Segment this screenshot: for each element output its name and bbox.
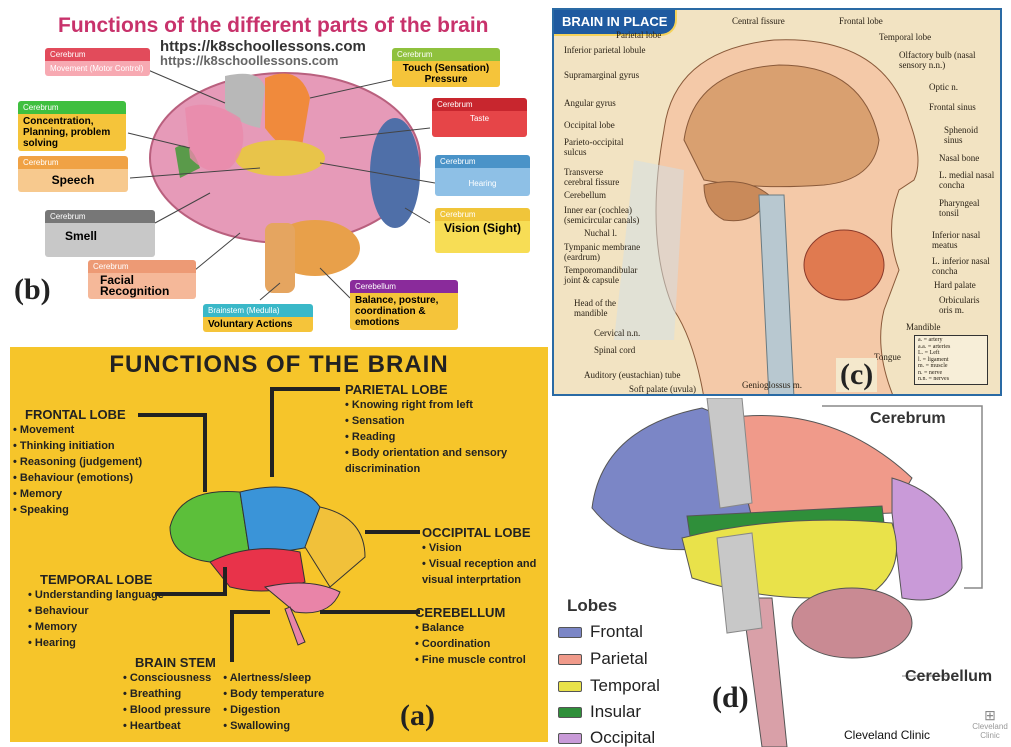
label-supramarginal: Supramarginal gyrus: [564, 70, 639, 80]
box-cerebellum: Cerebellum Balance, posture, coordinatio…: [350, 280, 458, 330]
panel-c-label: (c): [836, 358, 877, 392]
label-genioglossus: Genioglossus m.: [742, 380, 802, 390]
label-frontal-sinus: Frontal sinus: [929, 102, 976, 112]
label-sphenoid: Sphenoid sinus: [944, 125, 994, 145]
box-taste: Cerebrum Taste: [432, 98, 527, 137]
label-parieto-occipital: Parieto-occipital sulcus: [564, 137, 634, 157]
label-inner-ear: Inner ear (cochlea) (semicircular canals…: [564, 205, 649, 225]
frontal-lobe-block: FRONTAL LOBE Movement Thinking initiatio…: [25, 407, 142, 518]
label-hard-palate: Hard palate: [934, 280, 976, 290]
label-olfactory: Olfactory bulb (nasal sensory n.n.): [899, 50, 999, 70]
label-medial-concha: L. medial nasal concha: [939, 170, 999, 190]
label-auditory-tube: Auditory (eustachian) tube: [584, 370, 680, 380]
frontal-lobe-heading: FRONTAL LOBE: [25, 407, 142, 422]
legend-temporal: Temporal: [558, 676, 660, 696]
legend-title: Lobes: [567, 596, 617, 616]
brain-stem-heading: BRAIN STEM: [135, 655, 324, 670]
box-smell: Cerebrum Smell: [45, 210, 155, 257]
label-inferior-parietal: Inferior parietal lobule: [564, 45, 645, 55]
box-vision: Cerebrum Vision (Sight): [435, 208, 530, 253]
label-pharyngeal-tonsil: Pharyngeal tonsil: [939, 198, 997, 218]
label-nasal-bone: Nasal bone: [939, 153, 979, 163]
parietal-lobe-heading: PARIETAL LOBE: [345, 382, 545, 397]
label-angular-gyrus: Angular gyrus: [564, 98, 616, 108]
panel-d-label: (d): [712, 681, 749, 715]
box-voluntary-actions: Brainstem (Medulla) Voluntary Actions: [203, 304, 313, 332]
legend-parietal: Parietal: [558, 649, 648, 669]
label-inferior-concha: L. inferior nasal concha: [932, 256, 997, 276]
panel-b: Functions of the different parts of the …: [10, 8, 540, 340]
label-occipital-lobe: Occipital lobe: [564, 120, 615, 130]
label-transverse-fissure: Transverse cerebral fissure: [564, 167, 634, 187]
cerebrum-label: Cerebrum: [870, 410, 946, 428]
label-spinal-cord: Spinal cord: [594, 345, 635, 355]
panel-a: FUNCTIONS OF THE BRAIN FRONTAL LOBE Move…: [10, 347, 548, 742]
parietal-lobe-block: PARIETAL LOBE Knowing right from left Se…: [345, 382, 545, 477]
panel-a-label: (a): [400, 699, 435, 733]
box-movement: Cerebrum Movement (Motor Control): [45, 48, 150, 76]
box-touch: Cerebrum Touch (Sensation) Pressure: [392, 48, 500, 87]
box-speech: Cerebrum Speech: [18, 156, 128, 192]
occipital-lobe-heading: OCCIPITAL LOBE: [422, 525, 546, 540]
label-orbicularis: Orbicularis oris m.: [939, 295, 994, 315]
label-central-fissure: Central fissure: [732, 16, 785, 26]
panel-b-label: (b): [14, 273, 51, 307]
label-cervical: Cervical n.n.: [594, 328, 640, 338]
cerebellum-label: Cerebellum: [905, 668, 992, 686]
cleveland-clinic-logo: ⊞ Cleveland Clinic: [970, 708, 1010, 740]
panel-d: Cerebrum Cerebellum Lobes Frontal Pariet…: [552, 398, 1010, 747]
credit-text: Cleveland Clinic: [844, 728, 930, 742]
label-optic: Optic n.: [929, 82, 958, 92]
brain-stem-block: BRAIN STEM Consciousness Breathing Blood…: [135, 655, 324, 734]
label-mandible: Mandible: [906, 322, 941, 332]
label-nuchal: Nuchal l.: [584, 228, 617, 238]
label-tongue: Tongue: [874, 352, 901, 362]
abbreviation-key: a. = artery a.a. = arteries L. = Left l.…: [914, 335, 988, 385]
box-concentration: Cerebrum Concentration, Planning, proble…: [18, 101, 126, 151]
label-frontal-lobe: Frontal lobe: [839, 16, 883, 26]
label-cerebellum: Cerebellum: [564, 190, 606, 200]
label-temporal-lobe: Temporal lobe: [879, 32, 931, 42]
label-inferior-meatus: Inferior nasal meatus: [932, 230, 997, 250]
legend-insular: Insular: [558, 702, 641, 722]
label-temporomandibular: Temporomandibular joint & capsule: [564, 265, 644, 285]
cerebellum-heading: CEREBELLUM: [415, 605, 526, 620]
logo-mark-icon: ⊞: [970, 708, 1010, 722]
label-head-mandible: Head of the mandible: [574, 298, 644, 318]
cerebellum-block: CEREBELLUM Balance Coordination Fine mus…: [415, 605, 526, 668]
box-hearing: Cerebrum Hearing: [435, 155, 530, 196]
legend-frontal: Frontal: [558, 622, 643, 642]
panel-c: BRAIN IN PLACE Parietal lobe Inferior pa…: [552, 8, 1002, 396]
temporal-lobe-block: TEMPORAL LOBE Understanding language Beh…: [40, 572, 164, 651]
label-parietal-lobe: Parietal lobe: [616, 30, 661, 40]
legend-occipital: Occipital: [558, 728, 655, 747]
label-soft-palate: Soft palate (uvula): [629, 384, 696, 394]
box-facial-recognition: Cerebrum Facial Recognition: [88, 260, 196, 299]
temporal-lobe-heading: TEMPORAL LOBE: [40, 572, 164, 587]
label-tympanic: Tympanic membrane (eardrum): [564, 242, 644, 262]
occipital-lobe-block: OCCIPITAL LOBE Vision Visual reception a…: [422, 525, 546, 588]
